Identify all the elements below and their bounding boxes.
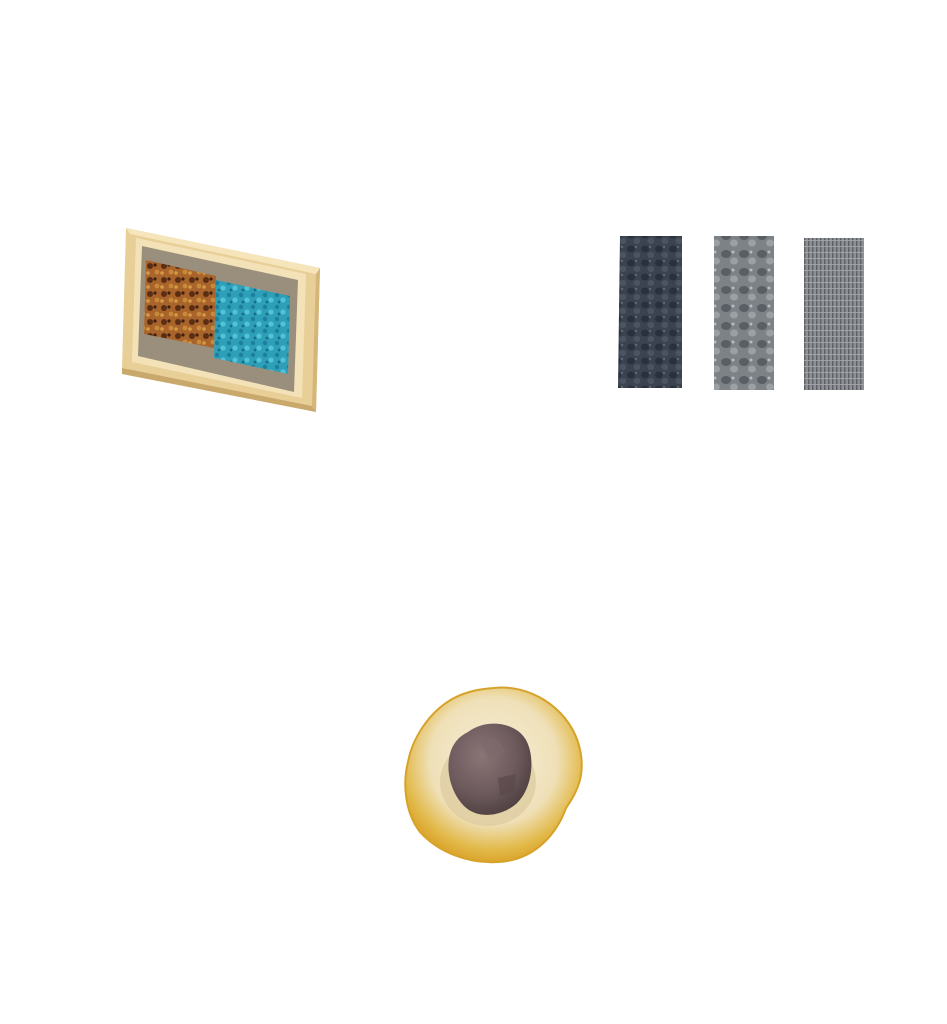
gray-strips-graphic [618,236,864,390]
textured-gray-strips [612,230,872,398]
framed-panel-graphic [122,228,320,412]
framed-material-panel [118,220,328,420]
round-sample-graphic [404,686,583,864]
round-sample-with-stone [398,682,590,868]
